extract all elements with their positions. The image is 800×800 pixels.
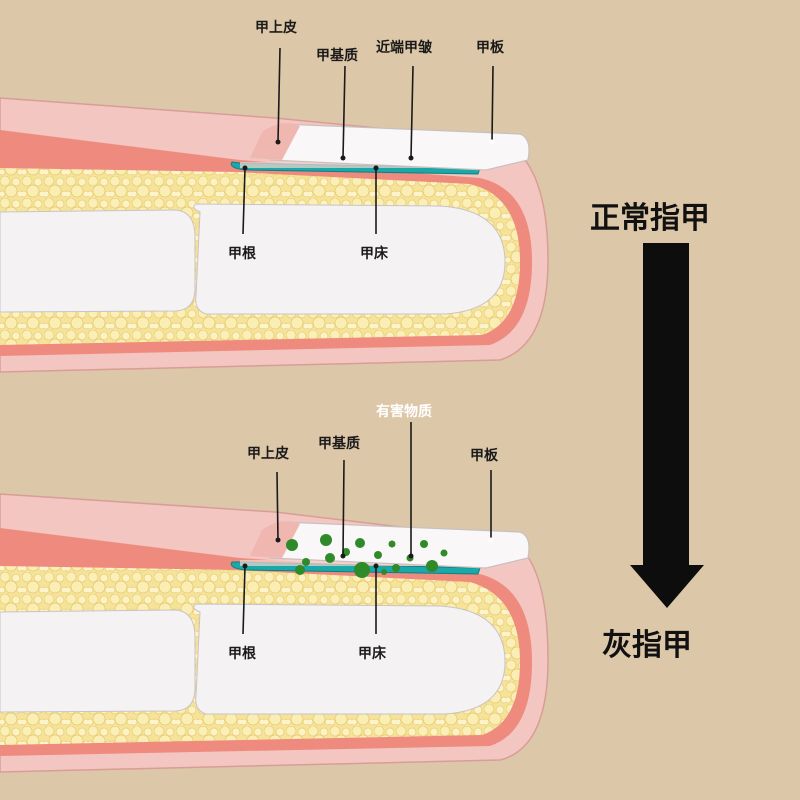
- bottom-label-plate: 甲板: [470, 447, 499, 464]
- bottom-label-root: 甲根: [228, 645, 257, 662]
- top-label-root: 甲根: [228, 245, 257, 262]
- top-label-eponychium: 甲上皮: [255, 19, 297, 36]
- title-normal-nail: 正常指甲: [590, 201, 710, 236]
- top-bone-proximal: [0, 209, 196, 313]
- top-finger: [0, 97, 549, 373]
- top-eponychium: [250, 123, 300, 160]
- bottom-leaders: [242, 422, 494, 635]
- bottom-label-matrix: 甲基质: [318, 435, 360, 452]
- bottom-eponychium: [250, 521, 300, 558]
- top-bone-distal: [193, 203, 506, 315]
- bottom-finger: [0, 493, 549, 773]
- top-label-bed: 甲床: [360, 245, 389, 262]
- bottom-bone-distal: [193, 603, 506, 715]
- harmful-substances: [286, 534, 448, 578]
- bottom-label-bed: 甲床: [358, 645, 387, 662]
- bottom-label-eponychium: 甲上皮: [247, 445, 289, 462]
- top-label-matrix: 甲基质: [316, 47, 358, 64]
- title-gray-nail: 灰指甲: [602, 628, 692, 663]
- bottom-label-harmful: 有害物质: [376, 403, 432, 420]
- bottom-bone-proximal: [0, 609, 196, 713]
- top-leaders: [242, 47, 495, 235]
- top-label-plate: 甲板: [476, 39, 505, 56]
- arrow-down-icon: [630, 243, 704, 608]
- top-label-proximal-fold: 近端甲皱: [376, 39, 433, 56]
